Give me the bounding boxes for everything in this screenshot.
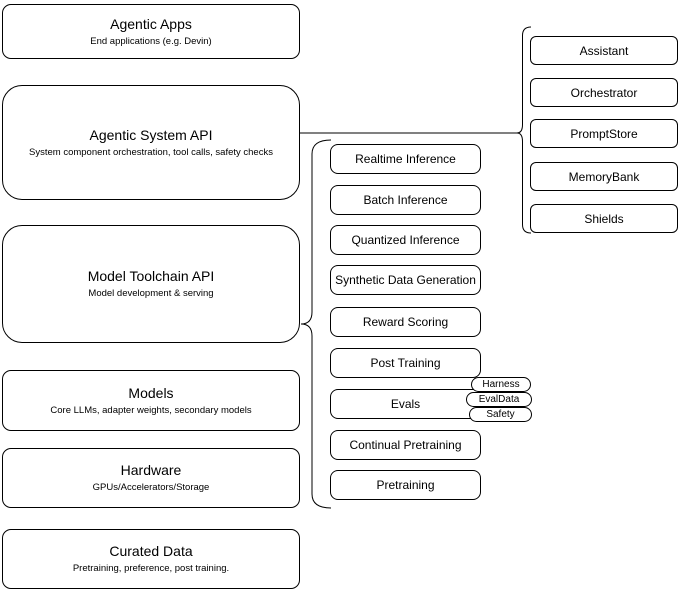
node-title: Models <box>128 384 174 401</box>
node-shields: Shields <box>530 204 678 233</box>
node-subtitle: Pretraining, preference, post training. <box>72 563 230 574</box>
node-label: Orchestrator <box>570 85 638 100</box>
node-hardware: Hardware GPUs/Accelerators/Storage <box>2 448 300 508</box>
tag-label: EvalData <box>478 394 520 405</box>
node-label: Continual Pretraining <box>349 438 462 452</box>
right-column-brace <box>516 26 532 234</box>
node-quantized-inference: Quantized Inference <box>330 225 481 255</box>
node-memorybank: MemoryBank <box>530 162 678 191</box>
node-curated-data: Curated Data Pretraining, preference, po… <box>2 529 300 589</box>
node-label: Post Training <box>370 356 441 370</box>
node-label: Reward Scoring <box>362 315 449 329</box>
node-subtitle: Model development & serving <box>88 288 214 299</box>
node-synthetic-data-generation: Synthetic Data Generation <box>330 265 481 295</box>
node-subtitle: End applications (e.g. Devin) <box>90 35 212 47</box>
middle-column-brace <box>300 139 332 509</box>
node-reward-scoring: Reward Scoring <box>330 307 481 337</box>
node-label: Realtime Inference <box>355 152 456 166</box>
node-label: Pretraining <box>376 478 435 492</box>
node-label: Assistant <box>579 43 629 58</box>
node-label: Evals <box>390 397 421 411</box>
node-subtitle: Core LLMs, adapter weights, secondary mo… <box>50 404 252 416</box>
node-label: Shields <box>584 211 624 226</box>
node-assistant: Assistant <box>530 36 678 65</box>
node-continual-pretraining: Continual Pretraining <box>330 430 481 460</box>
node-models: Models Core LLMs, adapter weights, secon… <box>2 370 300 431</box>
node-orchestrator: Orchestrator <box>530 78 678 107</box>
node-pretraining: Pretraining <box>330 470 481 500</box>
node-label: Synthetic Data Generation <box>335 273 476 287</box>
node-evals: Evals <box>330 389 481 419</box>
node-label: Quantized Inference <box>351 233 460 247</box>
node-promptstore: PromptStore <box>530 119 678 148</box>
node-label: MemoryBank <box>568 169 640 184</box>
node-agentic-system-api: Agentic System API System component orch… <box>2 85 300 200</box>
tag-harness: Harness <box>471 377 531 392</box>
node-title: Agentic Apps <box>110 15 192 32</box>
node-label: Batch Inference <box>363 193 448 207</box>
node-post-training: Post Training <box>330 348 481 378</box>
tag-label: Safety <box>486 409 515 420</box>
node-agentic-apps: Agentic Apps End applications (e.g. Devi… <box>2 4 300 59</box>
node-title: Agentic System API <box>89 126 213 143</box>
tag-safety: Safety <box>469 407 532 422</box>
tag-evaldata: EvalData <box>466 392 532 407</box>
node-batch-inference: Batch Inference <box>330 185 481 215</box>
node-title: Hardware <box>120 462 182 478</box>
node-subtitle: System component orchestration, tool cal… <box>29 146 273 158</box>
node-title: Curated Data <box>109 543 193 559</box>
node-label: PromptStore <box>570 126 638 141</box>
node-subtitle: GPUs/Accelerators/Storage <box>92 482 210 493</box>
tag-label: Harness <box>482 379 520 390</box>
node-title: Model Toolchain API <box>87 268 215 284</box>
node-realtime-inference: Realtime Inference <box>330 144 481 174</box>
node-model-toolchain-api: Model Toolchain API Model development & … <box>2 225 300 343</box>
